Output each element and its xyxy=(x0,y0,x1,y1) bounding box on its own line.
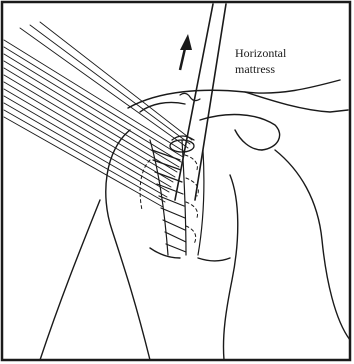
label-line-2: mattress xyxy=(235,62,275,76)
label-line-1: Horizontal xyxy=(235,46,287,60)
figure-border xyxy=(2,2,350,360)
